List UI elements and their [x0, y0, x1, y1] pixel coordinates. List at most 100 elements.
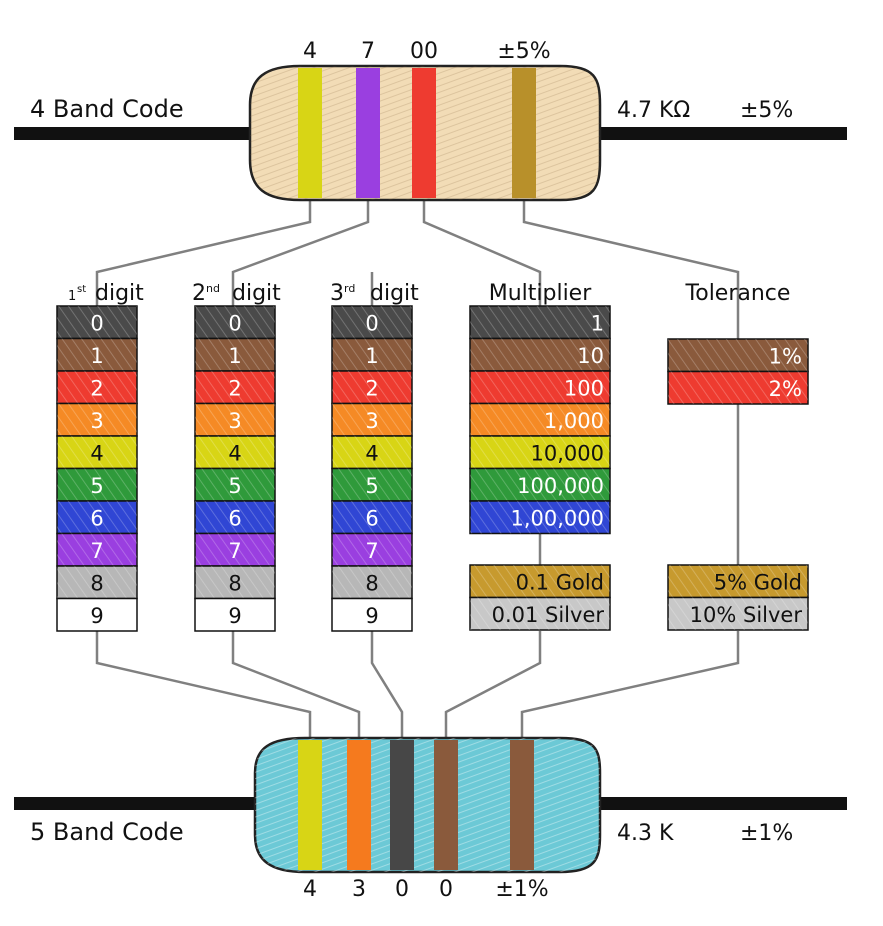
connector-wire-10 — [370, 631, 404, 740]
header-digit3-num: 3 — [330, 281, 344, 306]
digit3-row-6-label: 6 — [365, 507, 378, 531]
multiplier-row-0: 1 — [469, 305, 611, 340]
digit2-row-7: 7 — [194, 532, 276, 567]
digit3-row-5: 5 — [331, 467, 413, 502]
digit1-row-9: 9 — [56, 597, 138, 632]
digit3-row-9: 9 — [331, 597, 413, 632]
header-digit3-text: digit — [370, 281, 419, 306]
digit3-row-3: 3 — [331, 402, 413, 437]
connector-wire-3 — [422, 198, 542, 306]
multiplier-gold: 0.1 Gold — [469, 564, 611, 599]
header-digit2-text: digit — [232, 281, 281, 306]
digit1-row-1-label: 1 — [90, 344, 103, 368]
connector-wires — [95, 198, 740, 740]
connector-wire-8 — [95, 631, 312, 740]
header-digit3: 3 rd digit — [330, 281, 419, 306]
header-digit1-num: 1 — [68, 289, 76, 304]
digit3-row-8-label: 8 — [365, 572, 378, 596]
digit2-row-5: 5 — [194, 467, 276, 502]
digit2-row-4: 4 — [194, 435, 276, 470]
band-4 — [512, 68, 536, 198]
digit2-row-9-label: 9 — [228, 604, 241, 628]
band-4 — [434, 740, 458, 870]
band-1 — [298, 740, 322, 870]
digit2-row-0: 0 — [194, 305, 276, 340]
digit2-row-3-label: 3 — [228, 409, 241, 433]
digit3-row-3-label: 3 — [365, 409, 378, 433]
digit2-row-2: 2 — [194, 370, 276, 405]
digit1-row-6-label: 6 — [90, 507, 103, 531]
connector-wire-2 — [231, 198, 370, 306]
header-digit1-sup: st — [77, 284, 86, 295]
header-tolerance: Tolerance — [685, 281, 791, 306]
tolerance-row-0-label: 1% — [769, 345, 802, 369]
bottom-digit-label-4: 0 — [439, 877, 453, 902]
connector-wire-9 — [231, 631, 361, 740]
digit3-row-6: 6 — [331, 500, 413, 535]
right-lead — [590, 797, 847, 810]
digit2-row-4-label: 4 — [228, 442, 241, 466]
multiplier-row-5: 100,000 — [469, 467, 611, 502]
digit2-row-1: 1 — [194, 337, 276, 372]
digit2-row-7-label: 7 — [228, 539, 241, 563]
five-band-title: 5 Band Code — [30, 818, 184, 846]
multiplier-gold-label: 0.1 Gold — [516, 571, 604, 595]
connector-wire-12 — [520, 631, 740, 740]
digit3-row-7-label: 7 — [365, 539, 378, 563]
header-digit3-sup: rd — [344, 282, 355, 295]
tolerance-row-0: 1% — [667, 338, 809, 373]
header-digit1-text: digit — [95, 281, 144, 306]
top-digit-label-1: 4 — [303, 39, 317, 64]
digit1-row-5: 5 — [56, 467, 138, 502]
header-digit1: 1 st digit — [68, 281, 144, 306]
digit2-row-3: 3 — [194, 402, 276, 437]
band-3 — [390, 740, 414, 870]
digit1-row-2-label: 2 — [90, 377, 103, 401]
digit2-row-8-label: 8 — [228, 572, 241, 596]
multiplier-row-3: 1,000 — [469, 402, 611, 437]
digit1-row-7-label: 7 — [90, 539, 103, 563]
band-2 — [356, 68, 380, 198]
multiplier-row-2: 100 — [469, 370, 611, 405]
tolerance-row-1-label: 2% — [769, 377, 802, 401]
header-multiplier: Multiplier — [489, 281, 593, 306]
connector-wire-11 — [444, 631, 542, 740]
multiplier-silver: 0.01 Silver — [469, 596, 611, 631]
left-lead — [14, 797, 259, 810]
multiplier-row-5-label: 100,000 — [517, 474, 604, 498]
digit3-row-1-label: 1 — [365, 344, 378, 368]
multiplier-silver-label: 0.01 Silver — [492, 603, 605, 627]
connector-wire-1 — [95, 198, 312, 306]
digit3-row-2: 2 — [331, 370, 413, 405]
band-3 — [412, 68, 436, 198]
digit1-row-7: 7 — [56, 532, 138, 567]
digit1-row-9-label: 9 — [90, 604, 103, 628]
band-2 — [347, 740, 371, 870]
five-band-tolerance: ±1% — [740, 821, 793, 846]
digit2-row-2-label: 2 — [228, 377, 241, 401]
left-lead — [14, 127, 254, 140]
digit3-row-4-label: 4 — [365, 442, 378, 466]
digit1-row-6: 6 — [56, 500, 138, 535]
multiplier-row-6: 1,00,000 — [469, 500, 611, 535]
digit1-row-5-label: 5 — [90, 474, 103, 498]
band-5 — [510, 740, 534, 870]
multiplier-row-1-label: 10 — [577, 344, 604, 368]
header-digit2-num: 2 — [192, 281, 206, 306]
bottom-digit-label-3: 0 — [395, 877, 409, 902]
four-band-tolerance: ±5% — [740, 98, 793, 123]
digit1-row-1: 1 — [56, 337, 138, 372]
multiplier-row-4: 10,000 — [469, 435, 611, 470]
digit1-row-3: 3 — [56, 402, 138, 437]
color-tables: 0123456789012345678901234567891101001,00… — [56, 305, 809, 632]
digit2-row-0-label: 0 — [228, 312, 241, 336]
digit3-row-8: 8 — [331, 565, 413, 600]
multiplier-row-1: 10 — [469, 337, 611, 372]
top-digit-label-2: 7 — [361, 39, 375, 64]
